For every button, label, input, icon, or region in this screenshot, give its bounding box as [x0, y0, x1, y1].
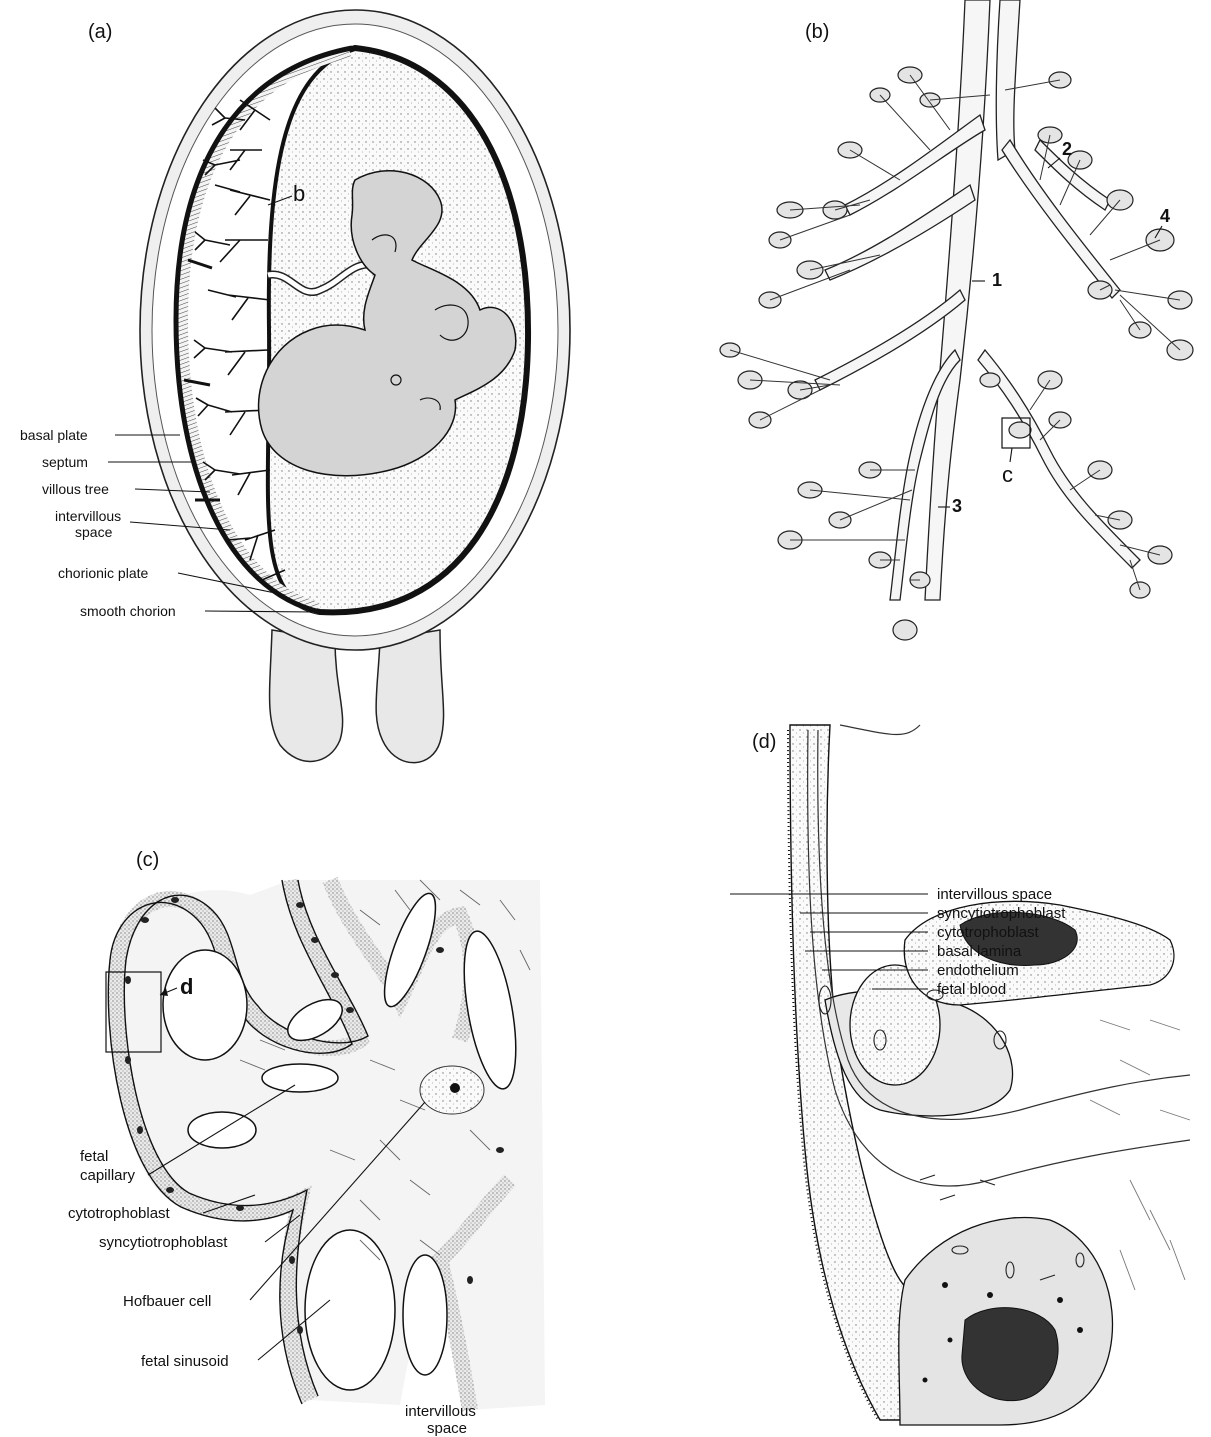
- label-fetal: fetal: [80, 1148, 108, 1165]
- label-fetal-blood: fetal blood: [937, 981, 1006, 998]
- number-3: 3: [952, 496, 962, 516]
- label-intervillous: intervillous: [55, 508, 121, 524]
- label-cytotrophoblast: cytotrophoblast: [68, 1205, 171, 1222]
- label-basal-plate: basal plate: [20, 427, 88, 443]
- label-intervillous-space-d: intervillous space: [937, 886, 1052, 903]
- panel-a-label: (a): [88, 21, 112, 43]
- label-villous-tree: villous tree: [42, 481, 109, 497]
- panel-d-label: (d): [752, 731, 776, 753]
- label-capillary: capillary: [80, 1167, 136, 1184]
- label-syncytiotrophoblast: syncytiotrophoblast: [99, 1234, 228, 1251]
- label-intervillous: intervillous: [405, 1403, 476, 1420]
- label-intervillous-space-c: space: [427, 1420, 467, 1437]
- panel-b-label: (b): [805, 21, 829, 43]
- label-endothelium: endothelium: [937, 962, 1019, 979]
- hofbauer-cell: [420, 1066, 484, 1114]
- label-septum: septum: [42, 454, 88, 470]
- number-2: 2: [1062, 139, 1072, 159]
- label-hofbauer-cell: Hofbauer cell: [123, 1293, 211, 1310]
- lower-cell-nucleus: [962, 1308, 1058, 1401]
- marker-c: c: [1002, 462, 1013, 487]
- panel-d: (d): [730, 725, 1190, 1425]
- label-chorionic-plate: chorionic plate: [58, 565, 148, 581]
- panel-c-label: (c): [136, 849, 159, 871]
- label-cytotrophoblast-d: cytotrophoblast: [937, 924, 1040, 941]
- panel-b: (b): [720, 0, 1193, 640]
- panel-a: (a): [20, 10, 570, 763]
- label-syncytiotrophoblast-d: syncytiotrophoblast: [937, 905, 1066, 922]
- label-basal-lamina: basal lamina: [937, 943, 1022, 960]
- label-smooth-chorion: smooth chorion: [80, 603, 176, 619]
- marker-d: d: [180, 974, 193, 999]
- number-4: 4: [1160, 206, 1170, 226]
- marker-b: b: [293, 181, 305, 206]
- label-intervillous-space: space: [75, 524, 113, 540]
- number-1: 1: [992, 270, 1002, 290]
- label-fetal-sinusoid: fetal sinusoid: [141, 1353, 229, 1370]
- panel-c: (c): [68, 849, 545, 1437]
